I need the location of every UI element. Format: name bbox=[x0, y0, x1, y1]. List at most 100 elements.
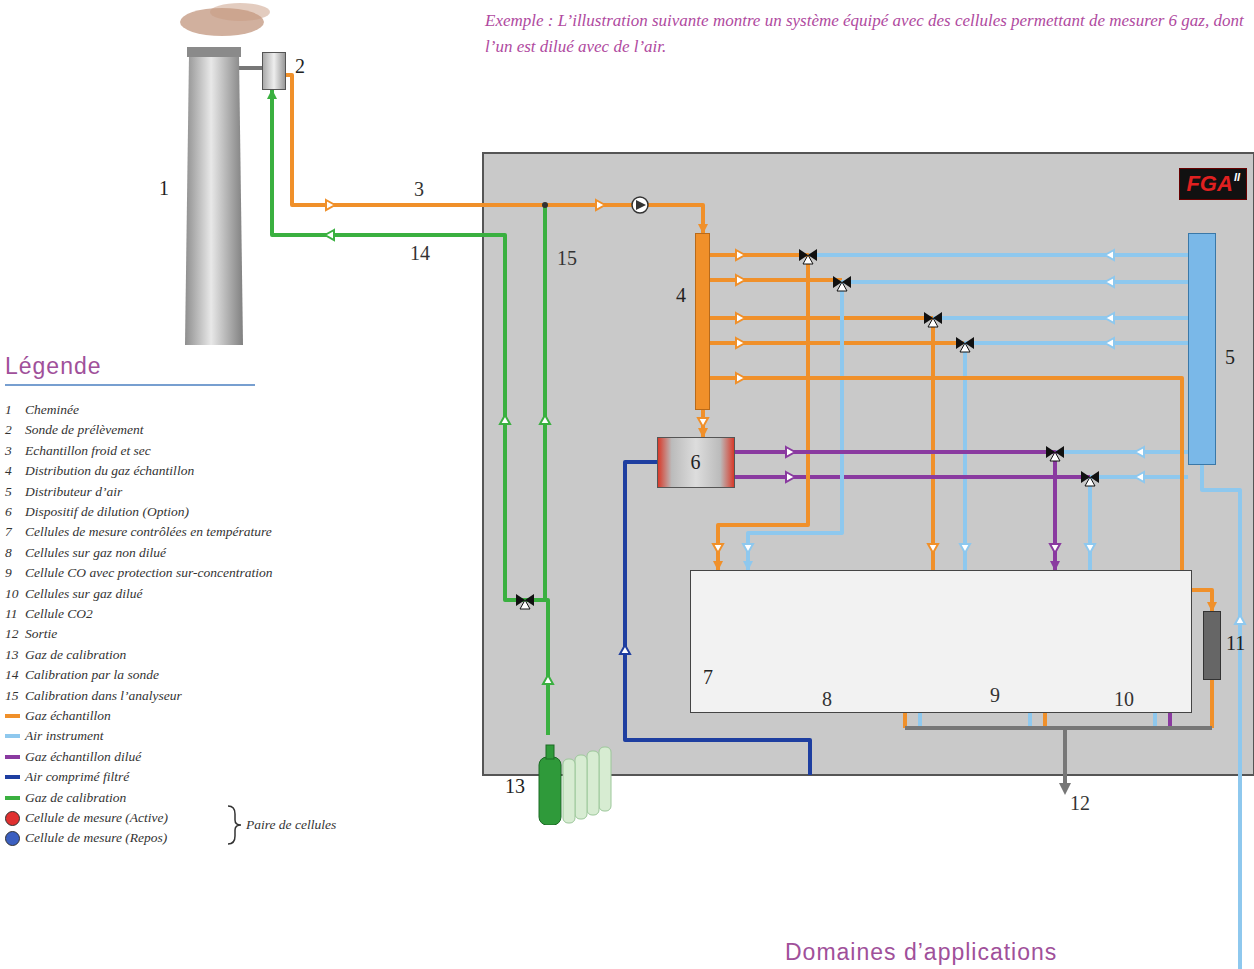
pipe-number: 3 bbox=[414, 178, 424, 200]
flow-arrow bbox=[500, 415, 510, 424]
legend-item: Cellule de mesure (Active) bbox=[25, 810, 168, 826]
pipe-number: 14 bbox=[410, 242, 430, 264]
legend-number: 2 bbox=[5, 422, 12, 438]
legend-number: 3 bbox=[5, 443, 12, 459]
legend-item: Gaz de calibration bbox=[25, 790, 126, 806]
pipe bbox=[710, 341, 965, 345]
exit-arrow bbox=[1059, 783, 1071, 795]
pipe bbox=[543, 205, 547, 600]
legend-heading: Légende bbox=[5, 352, 102, 380]
flow-arrow bbox=[743, 544, 753, 553]
callout-number: 8 bbox=[822, 688, 832, 710]
component-box: 4 bbox=[695, 233, 710, 410]
legend-item: Sortie bbox=[25, 626, 57, 642]
pipe bbox=[710, 278, 842, 282]
legend-item: Cellule de mesure (Repos) bbox=[25, 830, 167, 846]
callout-number: 5 bbox=[1225, 346, 1235, 368]
flow-arrow bbox=[1105, 250, 1114, 260]
legend-item: Gaz échantillon bbox=[25, 708, 111, 724]
flow-arrow bbox=[698, 418, 708, 427]
callout-number: 7 bbox=[703, 666, 713, 688]
legend-item: Cellule CO2 bbox=[25, 606, 93, 622]
flow-arrow bbox=[1135, 447, 1144, 457]
legend-item: Gaz de calibration bbox=[25, 647, 126, 663]
legend-item: Sonde de prélèvement bbox=[25, 422, 143, 438]
flow-arrow bbox=[1050, 544, 1060, 553]
flow-arrow bbox=[1135, 472, 1144, 482]
callout-number: 4 bbox=[676, 284, 686, 306]
legend-item: Echantillon froid et sec bbox=[25, 443, 151, 459]
pipe-connector bbox=[710, 255, 808, 570]
flow-arrow bbox=[786, 447, 795, 457]
callout-number: 2 bbox=[295, 55, 305, 77]
flow-arrow bbox=[326, 200, 335, 210]
flow-arrow bbox=[786, 472, 795, 482]
pump-symbol bbox=[636, 200, 646, 210]
pipe-connector bbox=[748, 282, 1188, 570]
brand-logo-text: II bbox=[1234, 171, 1240, 183]
legend-item: Distribution du gaz échantillon bbox=[25, 463, 194, 479]
component-drawing bbox=[533, 735, 613, 825]
legend-item: Gaz échantillon dilué bbox=[25, 749, 141, 765]
junction-dot bbox=[542, 202, 548, 208]
valve-symbol bbox=[803, 255, 813, 264]
legend-number: 12 bbox=[5, 626, 19, 642]
callout-number: 1 bbox=[159, 177, 169, 199]
legend-number: 15 bbox=[5, 688, 19, 704]
flow-arrow bbox=[1105, 277, 1114, 287]
flow-arrow bbox=[1105, 338, 1114, 348]
pipe-connector bbox=[286, 75, 703, 233]
pipe bbox=[933, 316, 1188, 320]
flow-arrow bbox=[1085, 544, 1095, 553]
callout-number: 9 bbox=[990, 684, 1000, 706]
analyzer-panel bbox=[483, 153, 1254, 775]
callout-number: 15 bbox=[557, 247, 577, 269]
legend-item: Air comprimé filtré bbox=[25, 769, 129, 785]
flow-arrow bbox=[325, 230, 334, 240]
legend-item: Cellules sur gaz non dilué bbox=[25, 545, 166, 561]
legend-number: 5 bbox=[5, 484, 12, 500]
line-swatch bbox=[5, 734, 20, 738]
component-box: 11 bbox=[1203, 611, 1221, 680]
legend-item: Distributeur d’air bbox=[25, 484, 122, 500]
legend-item: Calibration par la sonde bbox=[25, 667, 159, 683]
legend-number: 10 bbox=[5, 586, 19, 602]
callout-number: 11 bbox=[1226, 632, 1245, 654]
legend-item: Cellules de mesure contrôlées en tempéra… bbox=[25, 524, 272, 540]
component-box: 6 bbox=[657, 437, 735, 488]
legend-number: 4 bbox=[5, 463, 12, 479]
flow-arrow bbox=[543, 675, 553, 684]
flow-arrow bbox=[596, 200, 605, 210]
legend-number: 11 bbox=[5, 606, 18, 622]
component-box: 5 bbox=[1188, 233, 1216, 465]
legend-note: Paire de cellules bbox=[246, 817, 336, 833]
pipe bbox=[1055, 450, 1188, 454]
legend-item: Cheminée bbox=[25, 402, 79, 418]
legend-item: Cellules sur gaz dilué bbox=[25, 586, 142, 602]
valve-symbol bbox=[837, 282, 847, 291]
pipe bbox=[808, 253, 1188, 257]
line-swatch bbox=[5, 775, 20, 779]
legend-item: Dispositif de dilution (Option) bbox=[25, 504, 189, 520]
flow-arrow bbox=[736, 373, 745, 383]
legend-number: 13 bbox=[5, 647, 19, 663]
brand-logo-text: FGA bbox=[1186, 171, 1232, 197]
smoke bbox=[210, 3, 270, 21]
legend-number: 14 bbox=[5, 667, 19, 683]
flow-arrow bbox=[928, 544, 938, 553]
callout-number: 13 bbox=[505, 775, 525, 797]
valve-symbol bbox=[1085, 477, 1095, 486]
legend-number: 8 bbox=[5, 545, 12, 561]
flow-arrow bbox=[540, 415, 550, 424]
cell-swatch bbox=[5, 811, 20, 826]
component-box: 2 bbox=[262, 52, 286, 90]
component-drawing bbox=[185, 45, 243, 345]
valve-symbol bbox=[1050, 452, 1060, 461]
pipe bbox=[905, 726, 1212, 730]
pipe bbox=[1210, 680, 1214, 728]
line-swatch bbox=[5, 796, 20, 800]
flow-arrow bbox=[736, 338, 745, 348]
callout-number: 12 bbox=[1070, 792, 1090, 814]
legend-item: Air instrument bbox=[25, 728, 103, 744]
legend-item: Calibration dans l’analyseur bbox=[25, 688, 182, 704]
